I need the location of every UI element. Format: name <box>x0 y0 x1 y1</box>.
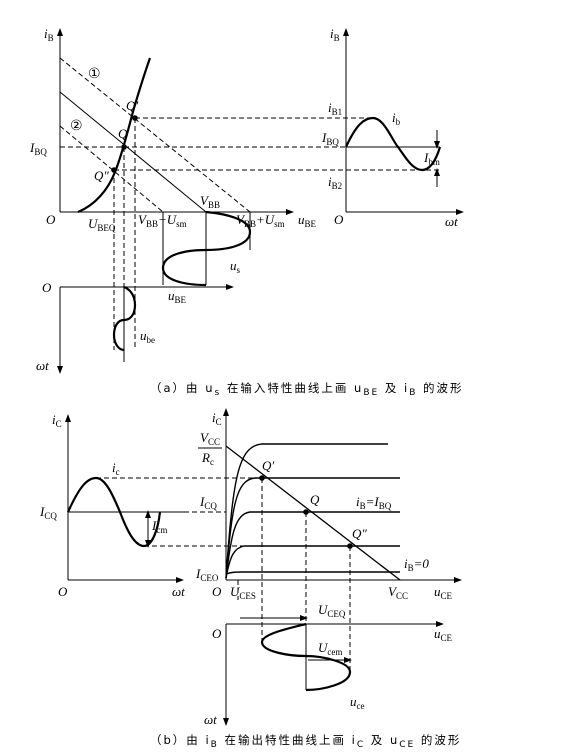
label-right-iB: iB <box>330 26 340 43</box>
us-waveform <box>161 210 252 287</box>
label-iB0: iB=0 <box>404 556 429 573</box>
label-Q: Q <box>118 126 128 141</box>
ube-waveform <box>112 285 137 352</box>
caption-b: （b）由 iB 在输出特性曲线上画 iC 及 uCE 的波形 <box>150 733 461 750</box>
label-b-Q-prime: Q′ <box>262 458 274 473</box>
label-left-wt: ωt <box>172 584 185 599</box>
label-VBB: VBB <box>200 193 220 210</box>
label-Icm: Icm <box>151 518 167 535</box>
load-line-1 <box>59 57 251 213</box>
label-uCE: uCE <box>434 584 453 601</box>
label-b-Q: Q <box>310 492 320 507</box>
curve-iB2 <box>225 545 400 579</box>
curve-iB-top <box>225 443 388 579</box>
label-left-ICQ: ICQ <box>39 504 57 521</box>
label-iB1: iB1 <box>328 100 342 117</box>
label-origin-a: O <box>46 212 56 227</box>
label-uce: uce <box>350 694 365 711</box>
label-UBEQ: UBEQ <box>88 216 116 233</box>
input-characteristic-panel <box>57 28 464 374</box>
label-left-iC: iC <box>52 412 62 429</box>
output-characteristic-panel <box>65 408 462 726</box>
label-right-IBQ: IBQ <box>321 130 339 147</box>
label-iB-eq-IBQ: iB=IBQ <box>356 494 392 511</box>
curve-iBQ <box>225 511 400 579</box>
label-ube: ube <box>140 328 155 345</box>
label-origin-right: O <box>334 212 344 227</box>
label-b-wt: ωt <box>204 712 217 727</box>
label-Ucem: Ucem <box>318 640 342 657</box>
label-ic: ic <box>112 460 120 477</box>
label-iB2: iB2 <box>328 174 342 191</box>
label-wt-a: ωt <box>36 358 49 373</box>
label-Rc-denominator: Rc <box>201 450 214 467</box>
label-origin-a-lower: O <box>42 280 52 295</box>
label-b-origin: O <box>212 584 222 599</box>
label-line-1: ① <box>88 66 101 82</box>
label-b-lower-origin: O <box>212 626 222 641</box>
label-IBQ: IBQ <box>29 140 47 157</box>
label-iB: iB <box>44 26 54 43</box>
label-iC: iC <box>212 410 222 427</box>
curve-iB0 <box>225 571 400 575</box>
uce-waveform <box>260 622 352 692</box>
label-lower-uBE: uBE <box>168 288 187 305</box>
label-VBB-plus: VBB+Usm <box>236 212 285 229</box>
label-lower-uCE: uCE <box>434 626 453 643</box>
label-ICEO: ICEO <box>195 566 219 583</box>
label-Vcc-numerator: VCC <box>200 430 220 447</box>
label-b-Q-dprime: Q″ <box>352 526 367 541</box>
load-line-Q <box>59 91 207 213</box>
label-uBE: uBE <box>298 212 317 229</box>
label-VBB-minus: VBB−Usm <box>138 212 187 229</box>
label-left-origin: O <box>58 584 68 599</box>
label-VCC: VCC <box>388 584 408 601</box>
label-UCEQ: UCEQ <box>318 602 346 619</box>
caption-a: （a）由 us 在输入特性曲线上画 uBE 及 iB 的波形 <box>150 381 464 398</box>
dc-load-line <box>225 445 401 581</box>
label-Q-prime: Q′ <box>126 98 138 113</box>
label-ICQ: ICQ <box>199 494 217 511</box>
label-right-wt: ωt <box>445 214 458 229</box>
label-UCES: UCES <box>230 584 256 601</box>
label-us: us <box>230 258 241 275</box>
ib-waveform <box>344 116 442 172</box>
label-line-2: ② <box>70 118 83 134</box>
label-Ibm: Ibm <box>423 150 440 167</box>
label-Q-dprime: Q″ <box>94 168 109 183</box>
input-characteristic-curve <box>77 57 152 214</box>
label-ib: ib <box>392 110 401 127</box>
